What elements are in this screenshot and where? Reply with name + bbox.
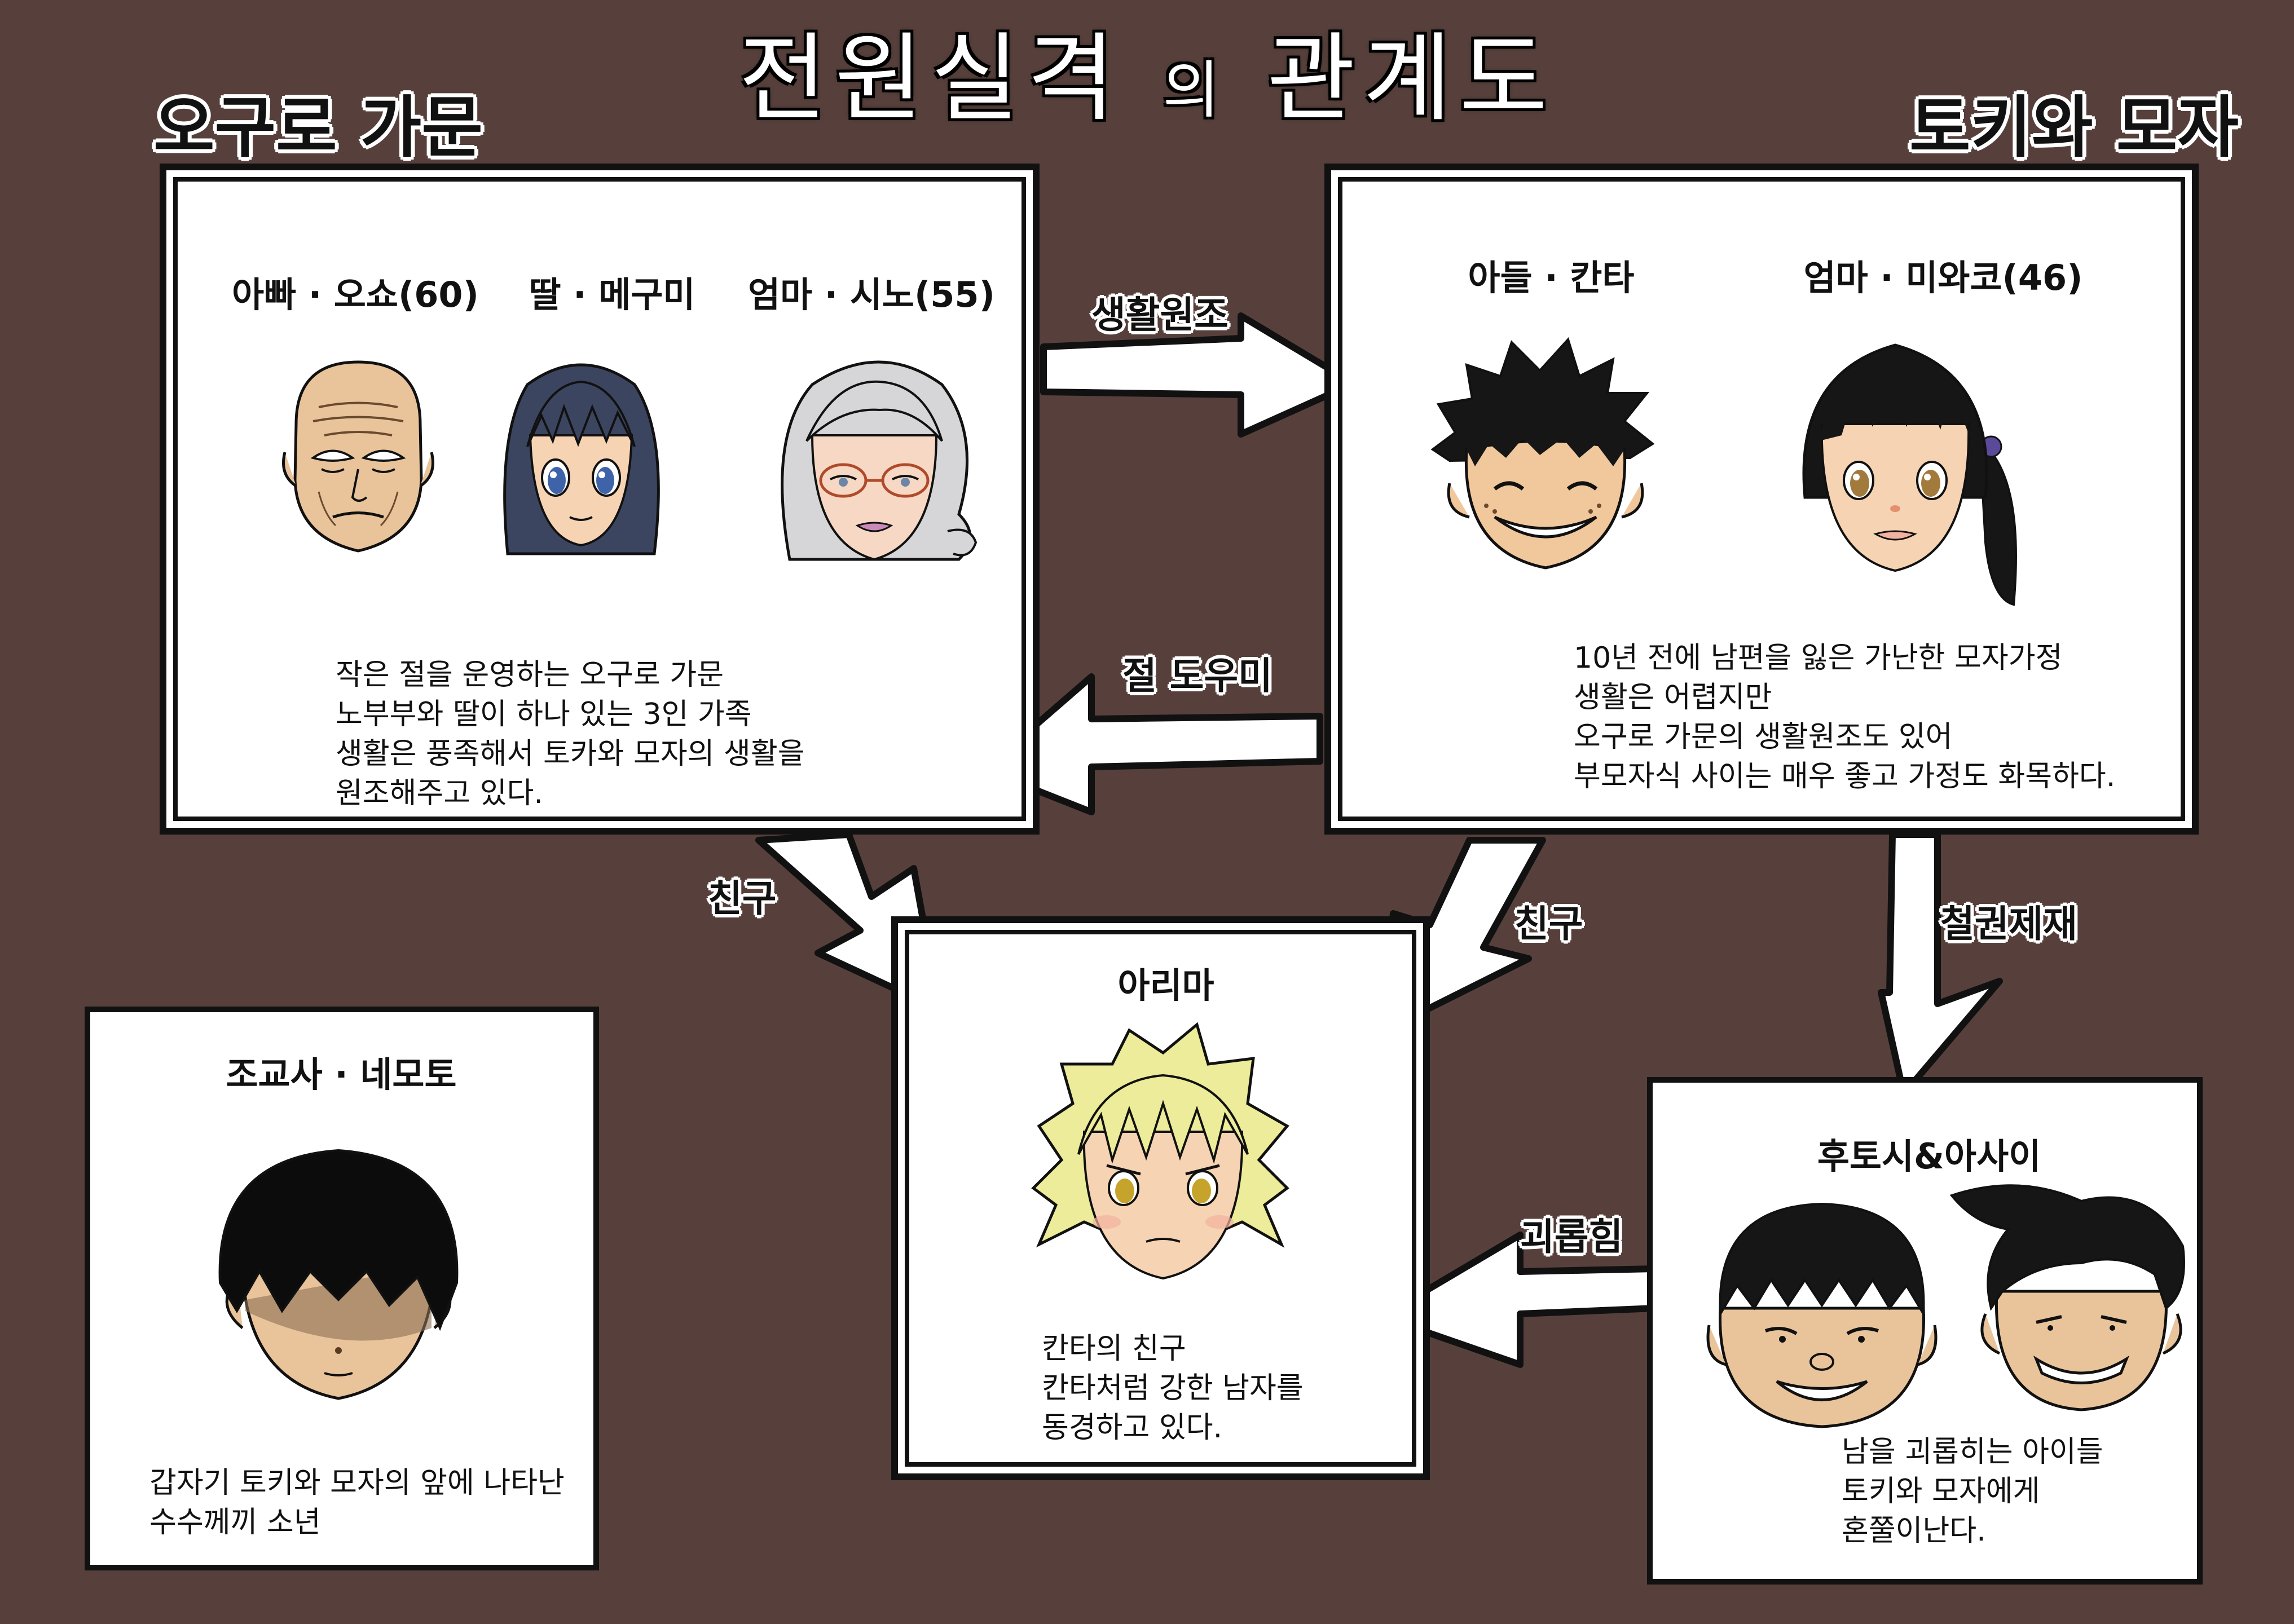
description-nemoto: 갑자기 토키와 모자의 앞에 나타난 수수께끼 소년 — [149, 1463, 565, 1542]
description-line: 남을 괴롭히는 아이들 — [1842, 1435, 2103, 1469]
character-name-kanta: 아들 · 칸타 — [1468, 257, 1635, 298]
description-line: 동경하고 있다. — [1042, 1411, 1223, 1445]
description-line: 토키와 모자에게 — [1842, 1475, 2040, 1508]
navy-haired-girl-face — [503, 363, 660, 555]
panel-nemoto: 조교사 · 네모토 갑자기 토키와 모자의 앞에 나타난 수수께끼 소년 — [85, 1007, 599, 1570]
description-line: 갑자기 토키와 모자의 앞에 나타난 — [149, 1466, 565, 1500]
quiff-bully-face — [1949, 1184, 2185, 1411]
character-name-megumi: 딸 · 메구미 — [529, 274, 695, 315]
shadowed-boy-face — [218, 1149, 459, 1400]
description-arima: 칸타의 친구 칸타처럼 강한 남자를 동경하고 있다. — [1042, 1329, 1304, 1448]
arrow-iron-sanction — [1878, 831, 2003, 1097]
description-line: 생활은 어렵지만 — [1574, 681, 1772, 714]
description-line: 칸타의 친구 — [1042, 1332, 1186, 1366]
arrow-label-support: 생활원조 — [1091, 293, 1229, 337]
arrow-support — [1040, 312, 1357, 438]
bald-father-face — [282, 360, 434, 553]
panel-toki-family: 아들 · 칸타 엄마 · 미와코(46) 10년 전에 남편을 잃은 가난한 모… — [1324, 164, 2199, 835]
group-label-toki: 토키와 모자 — [1909, 89, 2239, 166]
spiky-haired-boy-face — [1430, 337, 1655, 570]
character-name-miwako: 엄마 · 미와코(46) — [1803, 257, 2083, 298]
description-line: 원조해주고 있다. — [336, 776, 543, 810]
arrow-label-friend-left: 친구 — [708, 877, 777, 920]
description-line: 10년 전에 남편을 잃은 가난한 모자가정 — [1574, 641, 2063, 675]
character-name-osho: 아빠 · 오쇼(60) — [232, 274, 479, 315]
ponytail-mother-face — [1802, 343, 2017, 606]
description-line: 혼쭐이난다. — [1842, 1514, 1986, 1548]
description-line: 오구로 가문의 생활원조도 있어 — [1574, 720, 1953, 754]
description-oguro: 작은 절을 운영하는 오구로 가문 노부부와 딸이 하나 있는 3인 가족 생활… — [336, 655, 805, 813]
panel-bullies: 후토시&아사이 남을 괴롭히는 아이들 토키와 모자에게 혼쭐이난다. — [1647, 1077, 2203, 1585]
silver-haired-mother-face — [781, 360, 978, 561]
blonde-boy-face — [1031, 1022, 1289, 1280]
title-connector: 의 — [1163, 54, 1228, 126]
arrow-label-bullying: 괴롭힘 — [1520, 1215, 1623, 1259]
arrow-label-temple-help: 절 도우미 — [1122, 654, 1273, 698]
description-line: 노부부와 딸이 하나 있는 3인 가족 — [336, 698, 752, 731]
arrow-bullying — [1379, 1232, 1659, 1368]
character-name-shino: 엄마 · 시노(55) — [748, 274, 995, 315]
panel-oguro-family: 아빠 · 오쇼(60) 딸 · 메구미 엄마 · 시노(55) — [160, 164, 1040, 835]
description-line: 작은 절을 운영하는 오구로 가문 — [336, 658, 724, 692]
description-line: 부모자식 사이는 매우 좋고 가정도 화목하다. — [1574, 760, 2116, 793]
description-line: 생활은 풍족해서 토카와 모자의 생활을 — [336, 737, 805, 771]
description-line: 칸타처럼 강한 남자를 — [1042, 1371, 1304, 1405]
group-label-oguro: 오구로 가문 — [153, 89, 483, 166]
round-bully-face — [1706, 1202, 1938, 1428]
character-name-nemoto: 조교사 · 네모토 — [226, 1054, 457, 1095]
description-bullies: 남을 괴롭히는 아이들 토키와 모자에게 혼쭐이난다. — [1842, 1432, 2103, 1551]
arrow-label-friend-right: 친구 — [1514, 902, 1583, 946]
title-main: 전원실격 — [738, 23, 1124, 135]
character-name-bullies: 후토시&아사이 — [1817, 1136, 2041, 1177]
description-line: 수수께끼 소년 — [149, 1506, 321, 1539]
character-name-arima: 아리마 — [1117, 965, 1214, 1006]
diagram-title: 전원실격 의 관계도 — [0, 23, 2294, 135]
title-end: 관계도 — [1267, 23, 1556, 135]
panel-arima: 아리마 칸타의 친구 칸타처럼 강한 남자를 동경하고 있다. — [891, 916, 1430, 1480]
arrow-label-iron-sanction: 철권제재 — [1940, 902, 2077, 946]
description-toki: 10년 전에 남편을 잃은 가난한 모자가정 생활은 어렵지만 오구로 가문의 … — [1574, 638, 2115, 796]
